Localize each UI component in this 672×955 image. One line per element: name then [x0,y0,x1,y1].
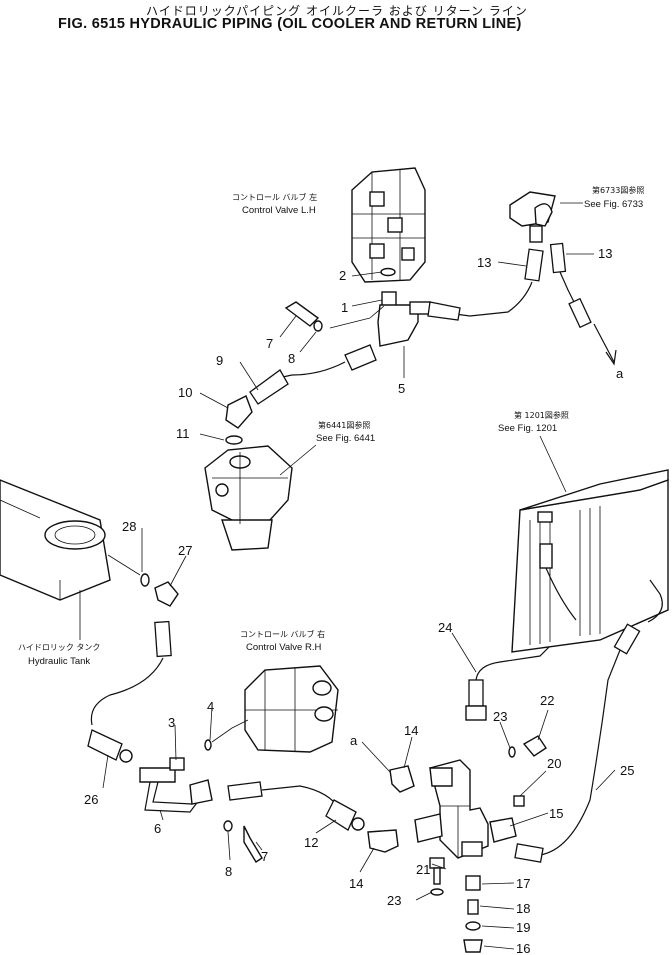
part-number-2: 2 [339,268,346,283]
part-number-6: 6 [154,821,161,836]
part-number-16: 16 [516,941,530,955]
part-number-25: 25 [620,763,634,778]
bolt-7-lower [223,820,263,863]
part-number-17: 17 [516,876,530,891]
part-number-20: 20 [547,756,561,771]
elbow-27 [107,554,179,607]
hose-13-right [549,242,617,366]
connection-a-bottom: a [350,733,358,748]
control-valve-lh-label: Control Valve L.H [242,205,316,216]
part-number-22: 22 [540,693,554,708]
figure-title: FIG. 6515 HYDRAULIC PIPING (OIL COOLER A… [58,16,522,32]
part-number-27: 27 [178,543,192,558]
part-number-11: 11 [176,426,190,441]
part-number-14-lower: 14 [349,876,363,891]
part-numbers: 2 1 7 8 9 10 5 11 13 13 28 27 3 4 26 6 8… [84,246,634,955]
part-number-13-right: 13 [598,246,612,261]
part-number-23-upper: 23 [493,709,507,724]
bolt-21 [429,857,445,896]
part-number-21: 21 [416,862,430,877]
part-number-24: 24 [438,620,452,635]
part-number-8-lower: 8 [225,864,232,879]
hydraulic-tank-label-jp: ハイドロリック タンク [18,643,100,652]
control-valve-rh-label: Control Valve R.H [246,642,321,653]
elbow-10 [225,395,253,445]
pump-assembly-6441 [204,445,293,551]
plug-20 [513,795,525,807]
part-number-5: 5 [398,381,405,396]
pipe-6 [139,719,249,813]
part-number-14-upper: 14 [404,723,418,738]
fig1201-label-jp: 第 1201図参照 [514,410,569,420]
elbow-14-lower [367,829,399,853]
control-valve-lh [351,167,426,283]
connection-a-top: a [616,366,624,381]
fig1201-label: See Fig. 1201 [498,423,557,434]
part-number-4: 4 [207,699,214,714]
hose-13-left [454,248,544,317]
part-number-28: 28 [122,519,136,534]
part-number-8-upper: 8 [288,351,295,366]
connector-block-5 [377,267,461,347]
control-valve-lh-label-jp: コントロール バルブ 左 [232,192,317,202]
part-number-3: 3 [168,715,175,730]
hydraulic-tank-label: Hydraulic Tank [28,656,90,667]
part-number-13-left: 13 [477,255,491,270]
control-valve-rh [244,665,339,753]
part-number-9: 9 [216,353,223,368]
figure-title-japanese: ハイドロリックパイピング オイルクーラ および リターン ライン [146,4,528,18]
part-number-12: 12 [304,835,318,850]
part-number-10: 10 [178,385,192,400]
part-number-7-upper: 7 [266,336,273,351]
hydraulic-tank [0,479,111,601]
hose-26 [87,620,172,763]
fitting-stack [463,875,483,953]
part-number-15: 15 [549,806,563,821]
part-number-18: 18 [516,901,530,916]
valve-block-15 [414,759,517,859]
fig6733-component [509,191,556,243]
part-number-26: 26 [84,792,98,807]
hose-24 [465,635,561,721]
part-number-7-lower: 7 [261,849,268,864]
fig6733-label: See Fig. 6733 [584,199,643,210]
bolt-7-upper [284,301,323,332]
leader-lines [102,253,616,950]
part-number-19: 19 [516,920,530,935]
hose-12 [227,781,365,831]
bolt-22 [508,735,547,758]
hose-25 [514,579,663,863]
part-number-1: 1 [341,300,348,315]
fig6441-label: See Fig. 6441 [316,433,375,444]
control-valve-rh-label-jp: コントロール バルブ 右 [240,629,325,639]
oil-cooler-1201 [511,469,669,653]
elbow-14-upper [389,765,415,793]
fig6733-label-jp: 第6733図参照 [592,185,644,195]
part-number-23-lower: 23 [387,893,401,908]
hose-9 [249,344,377,405]
fig6441-label-jp: 第6441図参照 [318,420,370,430]
